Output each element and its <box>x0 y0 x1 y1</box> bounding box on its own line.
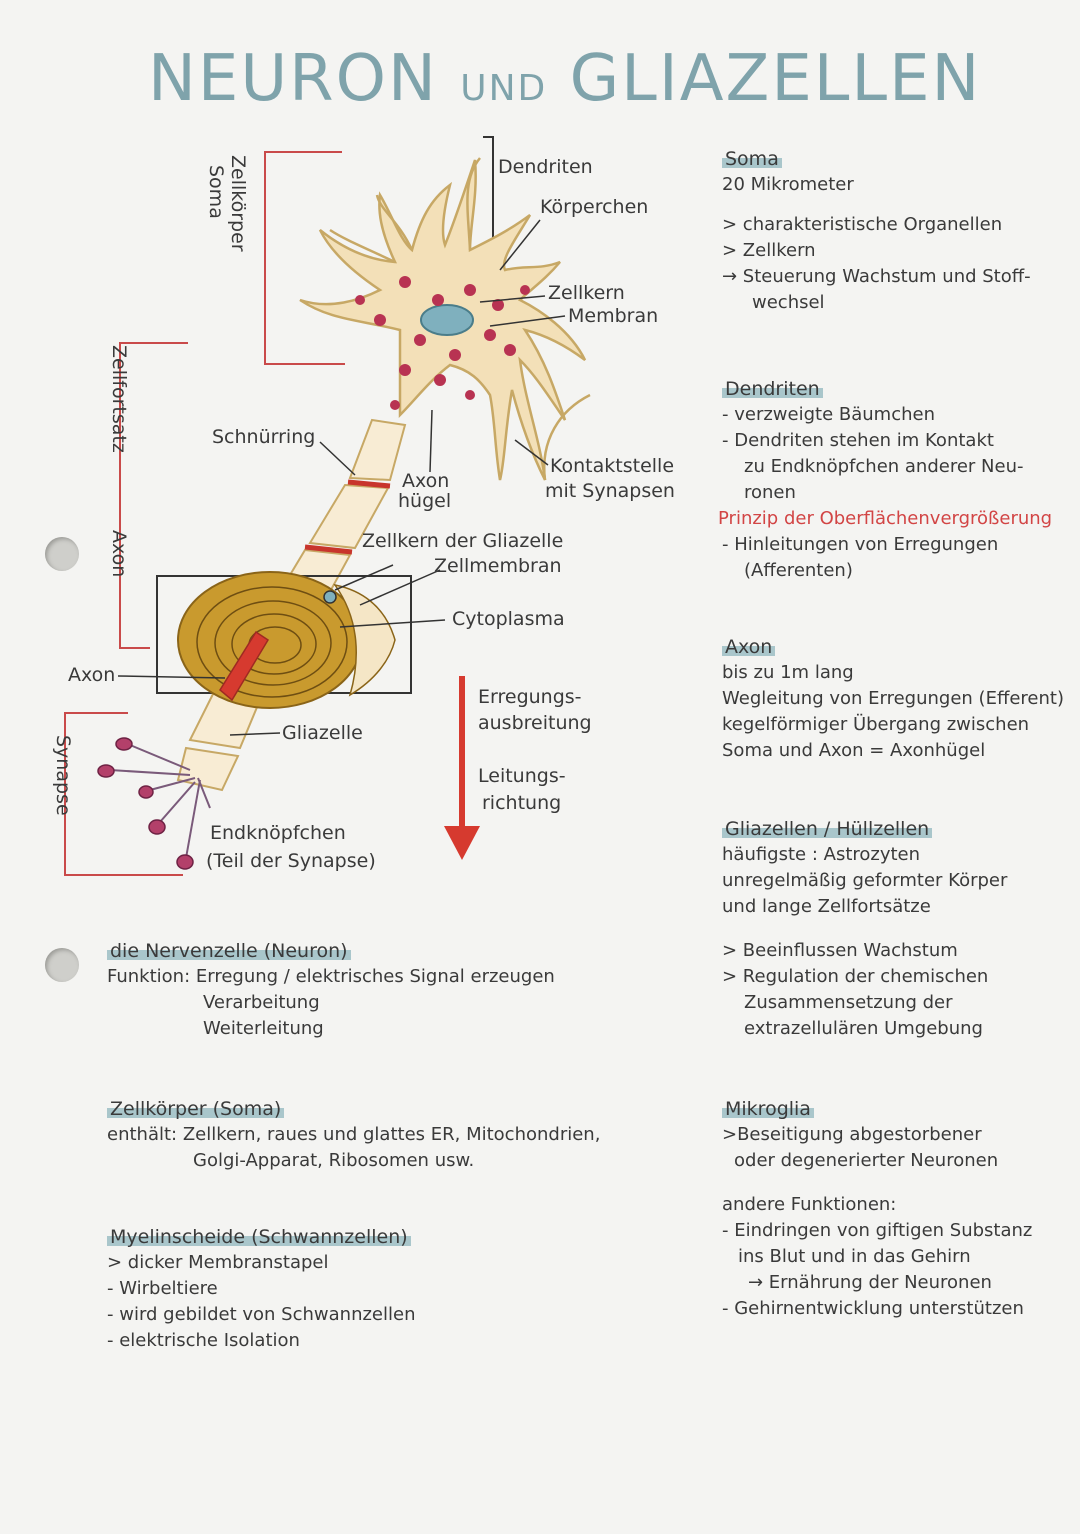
note-line: Zusammensetzung der <box>744 992 953 1013</box>
nucleus <box>420 304 474 336</box>
label-soma: Soma <box>205 165 227 219</box>
note-soma: Soma 20 Mikrometer > charakteristische O… <box>722 146 1031 316</box>
note-line: - Hinleitungen von Erregungen <box>722 534 999 555</box>
note-line: wechsel <box>752 292 825 313</box>
note-line: kegelförmiger Übergang zwischen <box>722 714 1030 735</box>
note-line: - elektrische Isolation <box>107 1330 300 1351</box>
label-gliazelle: Gliazelle <box>282 722 363 744</box>
note-line: oder degenerierter Neuronen <box>734 1150 999 1171</box>
note-line: Golgi-Apparat, Ribosomen usw. <box>193 1150 475 1171</box>
note-dendriten-heading: Dendriten <box>722 378 823 400</box>
page-title: NEURON UND GLIAZELLEN <box>148 42 982 116</box>
note-line: Funktion: Erregung / elektrisches Signal… <box>107 966 555 987</box>
note-line: Wegleitung von Erregungen (Efferent) <box>722 688 1064 709</box>
bracket-zellfortsatz <box>119 342 188 649</box>
punch-hole <box>45 948 79 982</box>
bracket-soma <box>264 151 345 365</box>
note-line: > Zellkern <box>722 240 816 261</box>
note-line: Verarbeitung <box>203 992 320 1013</box>
note-zellkoerper: Zellkörper (Soma) enthält: Zellkern, rau… <box>107 1096 600 1174</box>
note-line: - verzweigte Bäumchen <box>722 404 935 425</box>
note-line: - Wirbeltiere <box>107 1278 218 1299</box>
note-myelin-heading: Myelinscheide (Schwannzellen) <box>107 1226 411 1248</box>
label-endknoepfchen-2: (Teil der Synapse) <box>206 850 376 872</box>
label-dendriten: Dendriten <box>498 156 593 178</box>
note-line: >Beseitigung abgestorbener <box>722 1124 982 1145</box>
label-zellfortsatz: Zellfortsatz <box>108 345 130 453</box>
note-line: > Regulation der chemischen <box>722 966 989 987</box>
note-line: 20 Mikrometer <box>722 174 854 195</box>
note-line: ins Blut und in das Gehirn <box>738 1246 971 1267</box>
label-zellkoerper: Zellkörper <box>227 155 249 252</box>
label-erregung-2: ausbreitung <box>478 712 592 734</box>
label-zellkern: Zellkern <box>548 282 625 304</box>
note-dendriten: Dendriten - verzweigte Bäumchen - Dendri… <box>718 376 1052 584</box>
label-synapse: Synapse <box>52 735 74 816</box>
note-line: und lange Zellfortsätze <box>722 896 931 917</box>
note-mikroglia: Mikroglia >Beseitigung abgestorbener ode… <box>722 1096 1032 1322</box>
label-axon: Axon <box>68 664 116 686</box>
note-line: enthält: Zellkern, raues und glattes ER,… <box>107 1124 601 1145</box>
label-kontaktstelle-1: Kontaktstelle <box>550 455 675 477</box>
label-zellmembran: Zellmembran <box>434 555 562 577</box>
note-principle: Prinzip der Oberflächenvergrößerung <box>718 508 1053 529</box>
note-glia: Gliazellen / Hüllzellen häufigste : Astr… <box>722 816 1007 1042</box>
label-endknoepfchen-1: Endknöpfchen <box>210 822 346 844</box>
note-mikroglia-heading: Mikroglia <box>722 1098 814 1120</box>
label-axon-huegel-2: hügel <box>398 490 452 512</box>
note-line: - Gehirnentwicklung unterstützen <box>722 1298 1024 1319</box>
conduction-arrow <box>444 676 480 860</box>
label-zellkern-glia: Zellkern der Gliazelle <box>362 530 564 552</box>
note-line: bis zu 1m lang <box>722 662 854 683</box>
note-line: > dicker Membranstapel <box>107 1252 329 1273</box>
end-knobs <box>97 737 194 870</box>
bracket-synapse <box>64 712 183 876</box>
note-axon-heading: Axon <box>722 636 776 658</box>
note-line: Soma und Axon = Axonhügel <box>722 740 986 761</box>
note-line: ronen <box>744 482 796 503</box>
label-leitung-2: richtung <box>482 792 562 814</box>
label-membran: Membran <box>568 305 659 327</box>
label-axon-huegel-1: Axon <box>402 470 450 492</box>
note-line: - Dendriten stehen im Kontakt <box>722 430 994 451</box>
label-erregung-1: Erregungs- <box>478 686 582 708</box>
note-line: häufigste : Astrozyten <box>722 844 921 865</box>
note-glia-heading: Gliazellen / Hüllzellen <box>722 818 933 840</box>
label-cytoplasma: Cytoplasma <box>452 608 565 630</box>
myelin-cross-section <box>177 571 396 709</box>
note-soma-heading: Soma <box>722 148 782 170</box>
note-line: andere Funktionen: <box>722 1194 897 1215</box>
note-line: unregelmäßig geformter Körper <box>722 870 1008 891</box>
note-nervenzelle: die Nervenzelle (Neuron) Funktion: Erreg… <box>107 938 555 1042</box>
label-axon-vertical: Axon <box>108 530 130 578</box>
terminal-branches <box>109 744 211 859</box>
note-line: (Afferenten) <box>744 560 853 581</box>
label-koerperchen: Körperchen <box>540 196 649 218</box>
note-line: > charakteristische Organellen <box>722 214 1003 235</box>
label-schnuerring: Schnürring <box>212 426 316 448</box>
note-line: → Steuerung Wachstum und Stoff- <box>722 266 1031 287</box>
note-axon: Axon bis zu 1m lang Wegleitung von Erreg… <box>722 634 1064 764</box>
note-line: Weiterleitung <box>203 1018 324 1039</box>
label-leitung-1: Leitungs- <box>478 765 566 787</box>
note-line: - wird gebildet von Schwannzellen <box>107 1304 416 1325</box>
note-nervenzelle-heading: die Nervenzelle (Neuron) <box>107 940 351 962</box>
note-line: - Eindringen von giftigen Substanz <box>722 1220 1033 1241</box>
label-kontaktstelle-2: mit Synapsen <box>545 480 675 502</box>
note-zellkoerper-heading: Zellkörper (Soma) <box>107 1098 285 1120</box>
note-line: extrazellulären Umgebung <box>744 1018 983 1039</box>
organelles <box>355 276 530 410</box>
note-myelin: Myelinscheide (Schwannzellen) > dicker M… <box>107 1224 415 1354</box>
note-line: zu Endknöpfchen anderer Neu- <box>744 456 1024 477</box>
punch-hole <box>45 537 79 571</box>
note-line: > Beeinflussen Wachstum <box>722 940 958 961</box>
note-line: → Ernährung der Neuronen <box>748 1272 992 1293</box>
